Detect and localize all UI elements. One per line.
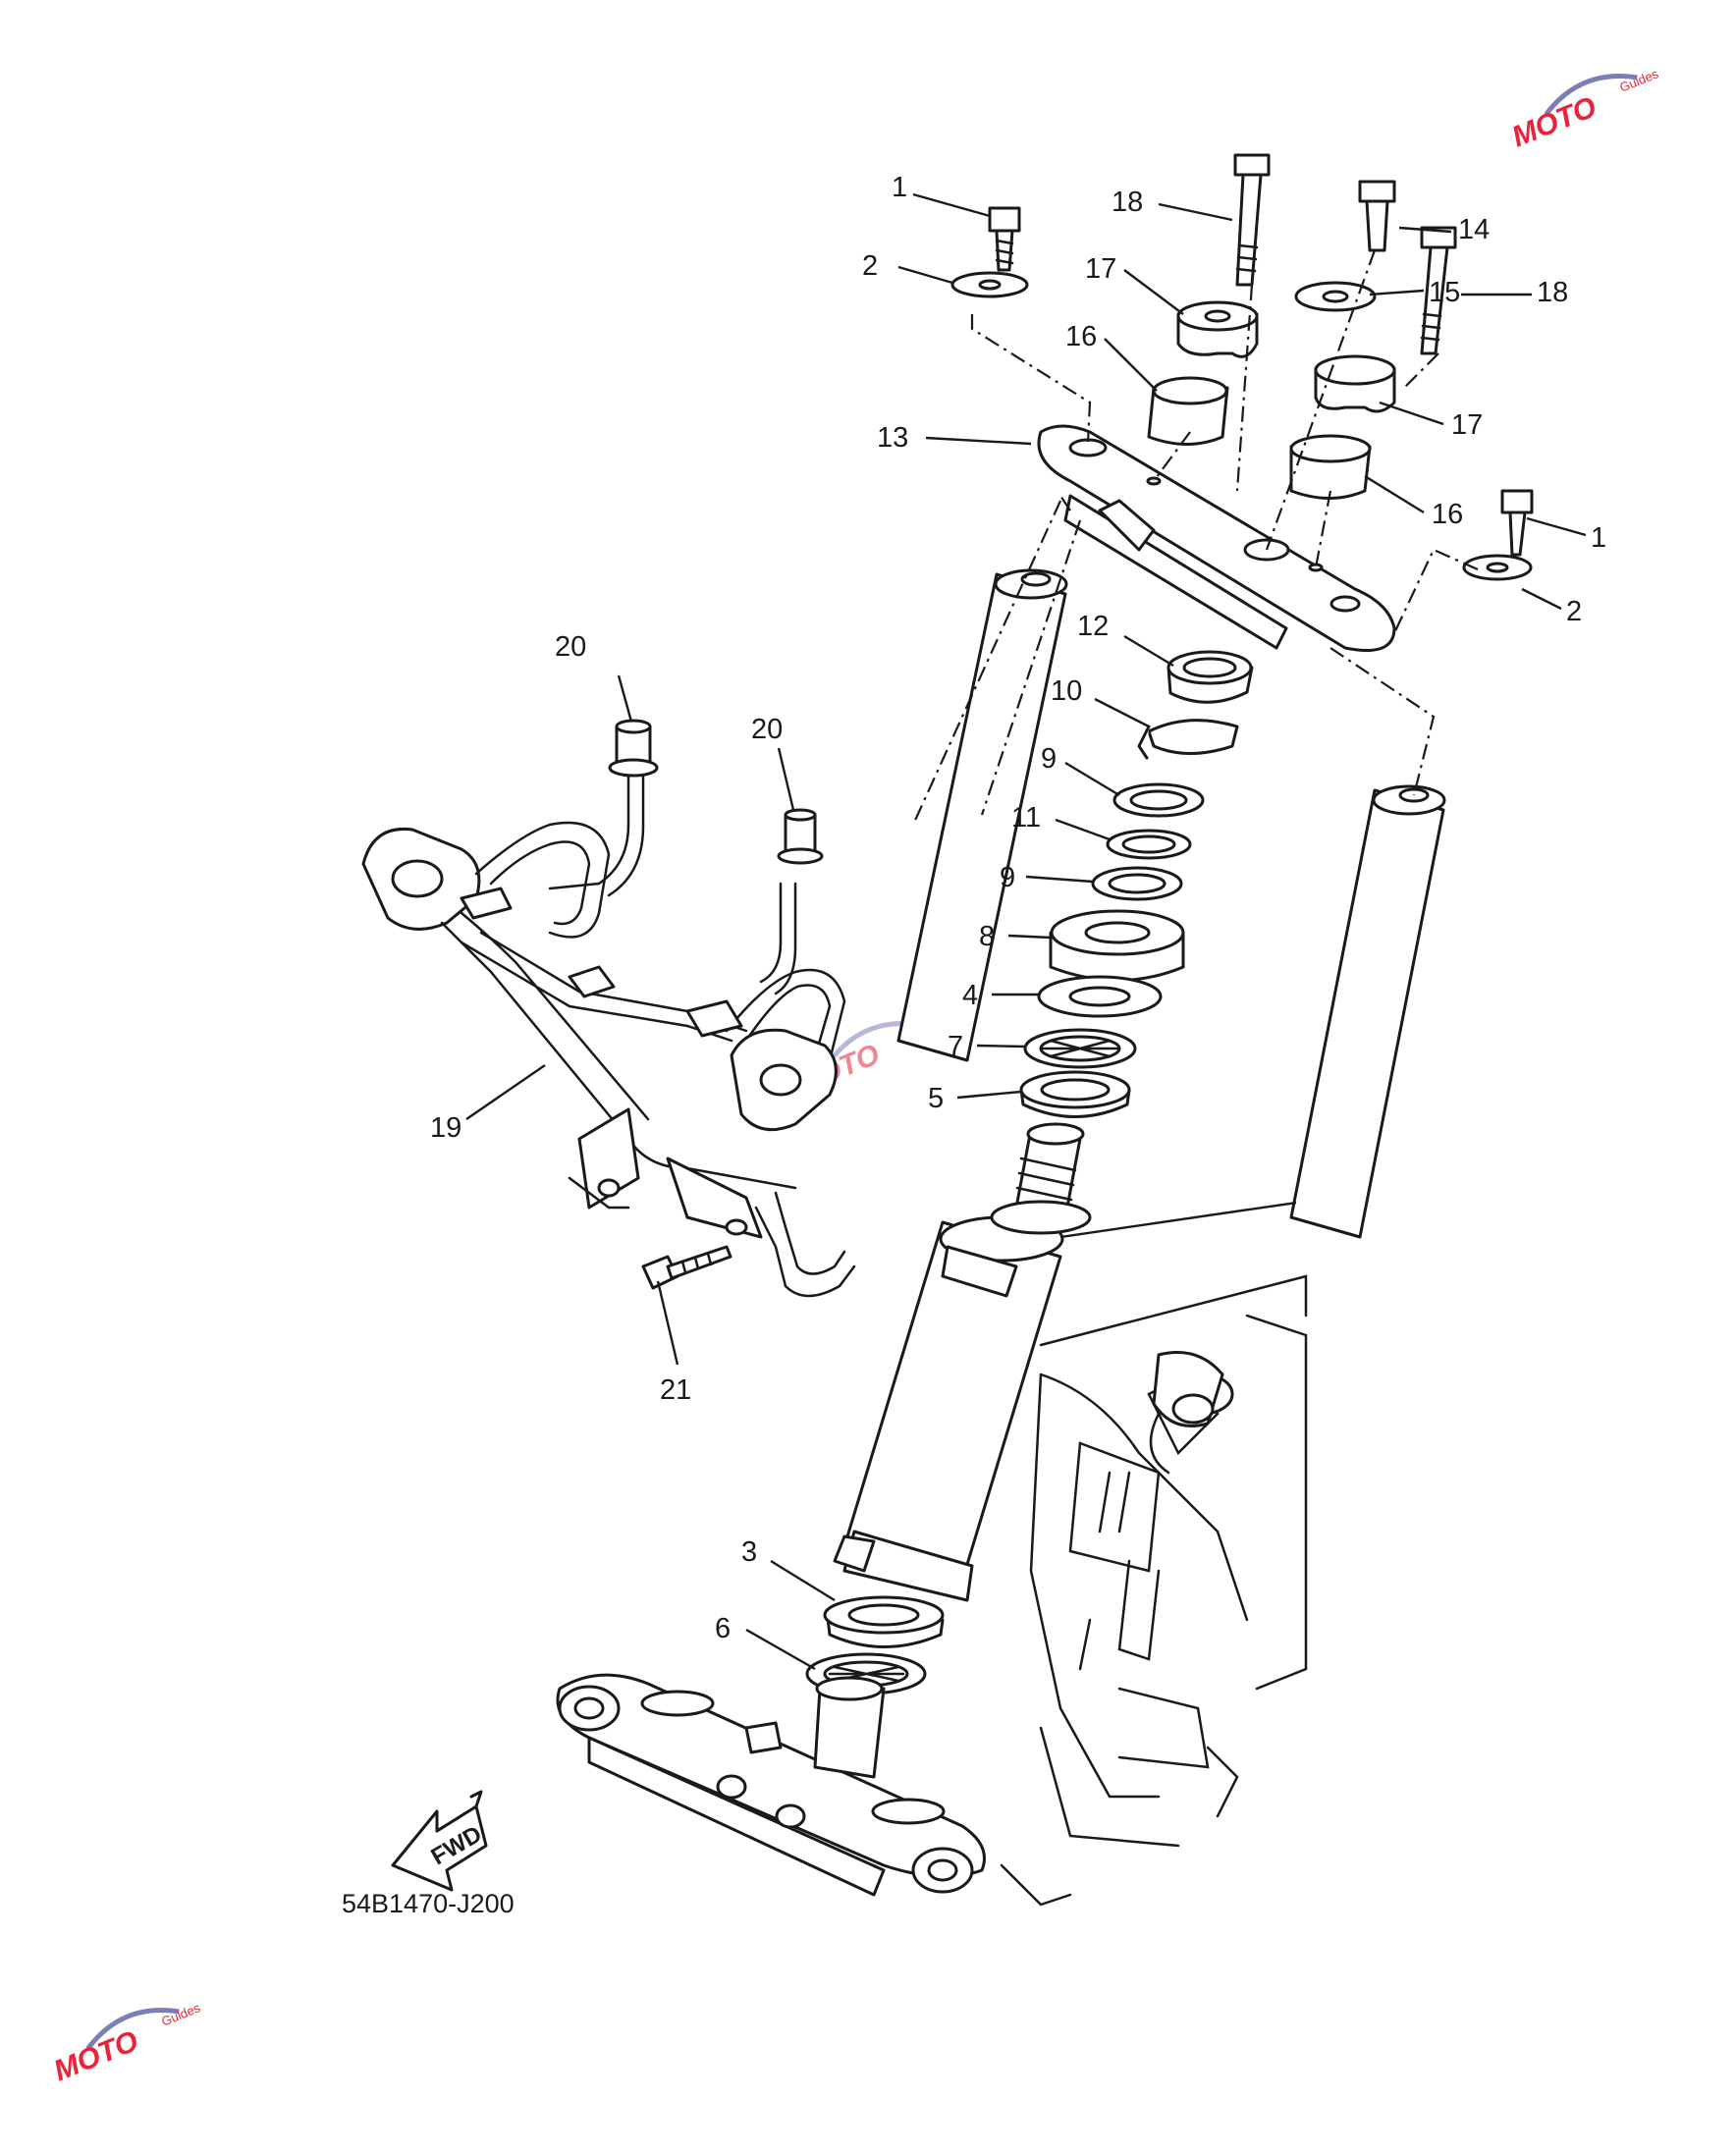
- seal-12: [1166, 650, 1254, 704]
- callout-16-left: 16: [1065, 321, 1097, 352]
- callout-9-lower: 9: [1000, 862, 1015, 893]
- locknut-9-upper: [1112, 782, 1205, 818]
- watermark-text: MOTO: [1507, 90, 1600, 153]
- steering-stem-top: [990, 1122, 1092, 1235]
- bracket-19: [361, 764, 856, 1298]
- callout-10: 10: [1051, 675, 1082, 707]
- callout-16-right: 16: [1432, 499, 1463, 530]
- callout-5: 5: [928, 1083, 944, 1114]
- lower-bracket: [556, 1673, 986, 1897]
- bolt-18-left: [1233, 153, 1271, 287]
- callout-20-left: 20: [555, 631, 586, 663]
- collar-20-left: [608, 719, 659, 778]
- callout-18-left: 18: [1112, 187, 1143, 218]
- bolt-1-top-left: [988, 206, 1021, 272]
- holder-16-left: [1147, 376, 1229, 446]
- callout-8: 8: [979, 921, 995, 952]
- callout-11: 11: [1011, 802, 1041, 834]
- callout-4: 4: [962, 980, 978, 1011]
- washer-10: [1137, 719, 1239, 760]
- holder-17-right: [1314, 354, 1396, 413]
- fwd-arrow-icon: FWD: [391, 1790, 488, 1892]
- callout-12: 12: [1077, 611, 1109, 642]
- watermark-sub: Guides: [1617, 66, 1660, 95]
- callout-2-right: 2: [1566, 596, 1582, 627]
- bolt-21: [641, 1245, 732, 1290]
- watermark-text: MOTO: [49, 2024, 142, 2087]
- watermark-sub: Guides: [159, 2000, 202, 2029]
- callout-19: 19: [430, 1112, 461, 1144]
- callout-17-left: 17: [1085, 253, 1116, 285]
- washer-2-hole: [978, 279, 1002, 291]
- callout-2-top: 2: [862, 250, 878, 282]
- washer-2-right-hole: [1486, 562, 1509, 573]
- steering-head-pipe: [833, 1215, 1064, 1602]
- watermark-top: MOTO Guides: [1507, 66, 1660, 153]
- bearing-7: [1023, 1028, 1137, 1069]
- callout-13: 13: [877, 422, 908, 454]
- callout-17-right: 17: [1451, 409, 1483, 441]
- callout-18-right: 18: [1537, 277, 1568, 308]
- callout-14: 14: [1458, 214, 1490, 245]
- callout-6: 6: [715, 1613, 731, 1644]
- assembly-lines: [911, 249, 1479, 826]
- upper-bracket: [1037, 424, 1396, 652]
- right-fork-tube: [1289, 784, 1446, 1239]
- callout-1-top: 1: [892, 172, 907, 203]
- cover-8: [1049, 909, 1185, 982]
- race-5: [1019, 1070, 1131, 1118]
- holder-17-left: [1176, 300, 1259, 358]
- frame: [1000, 1274, 1308, 1907]
- holder-16-right: [1289, 434, 1372, 500]
- callout-7: 7: [948, 1031, 963, 1062]
- watermark-bottom: MOTO Guides: [49, 2000, 202, 2087]
- callout-9-upper: 9: [1041, 743, 1057, 775]
- locknut-9-lower: [1091, 866, 1183, 901]
- bolt-18-right: [1420, 226, 1457, 355]
- race-4: [1037, 975, 1163, 1018]
- bolt-14: [1358, 180, 1396, 252]
- bolt-1-right: [1500, 489, 1534, 557]
- callout-20-right: 20: [751, 714, 783, 745]
- diagram-code: 54B1470-J200: [342, 1889, 515, 1918]
- callout-labels: 1 2 18 17 16 13 14 15 18 17 16 1 2 12 10…: [430, 172, 1606, 1644]
- race-3: [823, 1595, 945, 1648]
- callout-21: 21: [660, 1374, 691, 1406]
- washer-11: [1106, 829, 1192, 860]
- callout-1-right: 1: [1591, 522, 1606, 554]
- callout-15: 15: [1429, 277, 1460, 308]
- callout-3: 3: [741, 1536, 757, 1568]
- washer-15-hole: [1322, 290, 1349, 303]
- left-fork-tube: [896, 568, 1068, 1062]
- collar-20-right: [777, 808, 824, 865]
- callout-lines: [465, 192, 1587, 1671]
